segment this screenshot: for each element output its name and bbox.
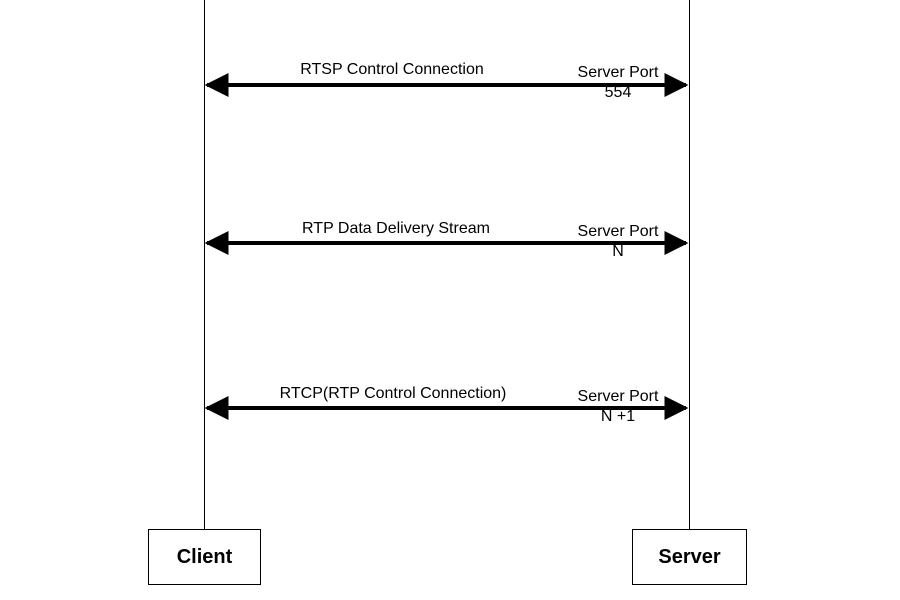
rtcp-port-value: N +1 xyxy=(600,408,636,425)
rtcp-port-label: Server Port xyxy=(577,388,659,405)
rtp-label: RTP Data Delivery Stream xyxy=(302,220,490,237)
rtcp-port: Server Port N +1 xyxy=(578,387,659,427)
rtsp-label: RTSP Control Connection xyxy=(300,61,484,78)
rtp-port-label: Server Port xyxy=(577,223,659,240)
rtsp-port: Server Port 554 xyxy=(578,63,659,103)
server-lifeline xyxy=(689,0,690,529)
client-lifeline xyxy=(204,0,205,529)
rtsp-port-value: 554 xyxy=(604,84,632,101)
server-box: Server xyxy=(632,529,747,585)
client-box: Client xyxy=(148,529,261,585)
rtp-port-value: N xyxy=(612,243,624,260)
rtp-port: Server Port N xyxy=(578,222,659,262)
rtcp-label: RTCP(RTP Control Connection) xyxy=(279,385,507,402)
rtsp-port-label: Server Port xyxy=(577,64,659,81)
